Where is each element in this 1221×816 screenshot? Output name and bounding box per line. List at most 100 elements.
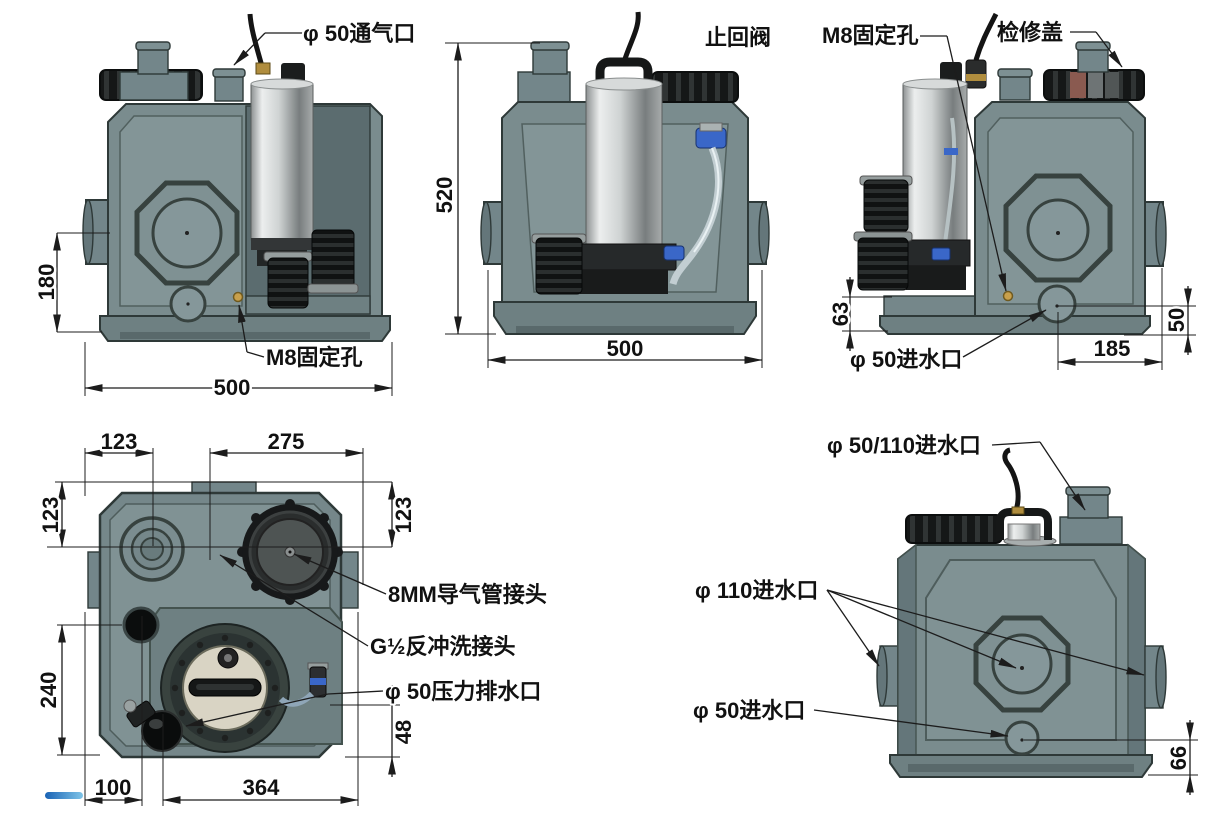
cover-leader-arrow — [1095, 31, 1123, 68]
cover-port-center — [224, 654, 232, 662]
side-right-flange-rim — [758, 201, 770, 265]
back-inlet-stub-base — [1059, 516, 1123, 545]
dim-100-text: 100 — [95, 775, 132, 800]
right-hose-clip-1 — [944, 148, 958, 155]
side-blue-elbow — [663, 245, 685, 261]
dim-240: 240 — [34, 624, 122, 756]
back-left-flange-rim — [876, 645, 888, 707]
check-valve-label: 止回阀 — [705, 25, 771, 50]
side-pump-foot — [580, 270, 668, 294]
right-gland-brass — [966, 74, 986, 81]
top-ref-lines — [47, 481, 392, 548]
dim-240-text: 240 — [36, 672, 61, 709]
front-lids — [99, 41, 246, 102]
back-inlet-stub-rim — [1065, 486, 1111, 496]
dim-123-top-text: 123 — [101, 429, 138, 454]
dim-364: 364 — [162, 773, 359, 804]
valve-bolt — [123, 699, 137, 713]
m8-leader-h — [246, 351, 265, 358]
inlet110-leader-2 — [826, 589, 1017, 669]
side-pump-volute — [571, 243, 677, 271]
top-annotations: 123 275 123 123 240 — [34, 427, 549, 806]
front-tank — [82, 103, 391, 342]
top-manhole — [122, 606, 329, 753]
back-inlet50-label: φ 50进水口 — [693, 698, 805, 723]
dim-275: 275 — [209, 427, 364, 457]
back-screw-lid — [905, 514, 1003, 544]
right-m8-hole — [1002, 290, 1014, 302]
air-tube-nipple-dot — [288, 550, 292, 554]
dim-185: 185 — [1057, 268, 1163, 370]
side-vent-cap-rim — [530, 41, 570, 51]
dim-66: 66 — [1024, 720, 1198, 795]
back-pump-collar — [1007, 523, 1041, 541]
front-annotations: φ 50通气口 M8固定孔 180 500 — [32, 19, 418, 403]
outlet-leader-arrow — [185, 693, 329, 727]
top-right-flange — [340, 551, 359, 609]
cover-label: 检修盖 — [997, 20, 1063, 45]
right-pump — [853, 12, 999, 317]
dim-275-text: 275 — [268, 429, 305, 454]
side-clear-hose-highlight — [693, 147, 720, 253]
back-inlet50-leader — [813, 709, 1009, 738]
side-view: 止回阀 520 500 — [430, 11, 773, 368]
top-ext-lines — [84, 448, 364, 585]
right-inlet50-center — [1055, 304, 1059, 308]
right-sensor-hose — [942, 117, 957, 251]
m8-leader-arrow — [238, 304, 248, 353]
ball-valve-highlight — [149, 719, 163, 729]
right-pump-foot — [906, 266, 966, 290]
outlet-blue-band — [310, 678, 326, 685]
side-base-strip — [516, 326, 734, 333]
right-coupling-1 — [863, 179, 909, 233]
side-screw-lid — [651, 71, 739, 103]
dim-66-text: 66 — [1166, 746, 1191, 770]
top-screw-lid — [237, 499, 343, 605]
back-cable-gland — [1011, 506, 1025, 515]
dim-500-side-text: 500 — [607, 336, 644, 361]
dim-180: 180 — [32, 232, 110, 333]
bottom-ext-lines — [84, 612, 359, 806]
vent-leader-arrow — [233, 32, 266, 66]
front-hose-coupling-2 — [311, 229, 355, 289]
outlet-hose — [278, 691, 315, 707]
dim-180-text: 180 — [34, 264, 59, 301]
side-pump-cylinder — [585, 83, 663, 245]
dim-48: 48 — [330, 685, 419, 777]
back-inlet110-center — [1020, 666, 1024, 670]
right-inlet50-circle — [1037, 284, 1077, 324]
side-left-flange-rim — [480, 201, 492, 265]
inlet50-110-leader-h — [991, 441, 1041, 446]
front-pump-top — [250, 78, 314, 90]
side-hose-coupling — [535, 237, 583, 295]
dim-500-front-text: 500 — [214, 375, 251, 400]
side-pump-handle — [595, 57, 653, 92]
right-pump-cable — [973, 12, 999, 61]
lid-gray-segment — [1088, 72, 1103, 98]
inlet110-leader-1 — [826, 589, 880, 667]
dim-100: 100 — [84, 773, 143, 804]
side-pump-cable — [621, 11, 641, 63]
dim-123-top: 123 — [84, 427, 154, 457]
lid-center-cap-rim — [1075, 41, 1111, 51]
dim-123-left-text: 123 — [38, 497, 63, 534]
front-left-flange-rim — [82, 199, 94, 265]
right-annotations: M8固定孔 检修盖 63 50 1 — [820, 18, 1196, 374]
right-side-view: M8固定孔 检修盖 63 50 1 — [820, 12, 1196, 374]
inlet110-label: φ 110进水口 — [695, 578, 818, 603]
right-coupling-2 — [857, 237, 909, 291]
dim-63: 63 — [826, 277, 892, 351]
right-pump-platform — [883, 295, 979, 317]
front-view: φ 50通气口 M8固定孔 180 500 — [32, 13, 418, 403]
right-flange-rim — [1155, 201, 1167, 267]
front-m8-hole — [232, 291, 244, 303]
right-inlet50-leader — [962, 309, 1047, 358]
front-hose-clamp-2 — [307, 283, 359, 294]
front-small-knockout-center — [186, 302, 190, 306]
front-pump — [247, 13, 359, 309]
top-port-hole — [122, 606, 160, 644]
dim-50-text: 50 — [1164, 308, 1189, 332]
dim-364-text: 364 — [243, 775, 280, 800]
